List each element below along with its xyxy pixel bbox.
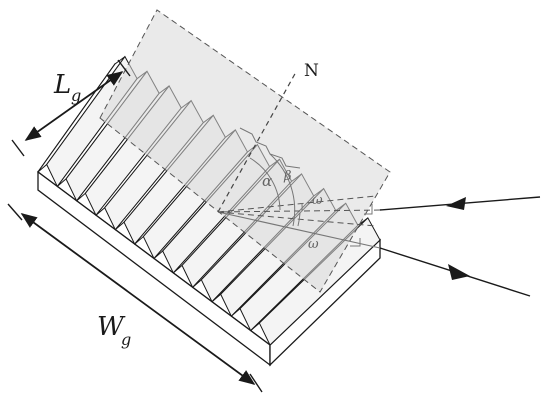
svg-text:W: W [97, 312, 126, 342]
width-label: W g [97, 312, 131, 349]
width-tick-a [7, 203, 23, 221]
incidence-plane [99, 9, 391, 293]
svg-text:g: g [121, 330, 131, 349]
alpha-arc [249, 157, 281, 211]
alpha-label: α [262, 172, 272, 190]
length-tick-b [117, 59, 131, 77]
omega-tick-upper [364, 204, 373, 215]
omega-arc-lower [297, 212, 301, 227]
omega-tick-lower [350, 238, 361, 247]
diffracted-arrow-head [448, 264, 470, 280]
length-dimension-arrow [24, 71, 124, 141]
beta-arc [269, 153, 296, 227]
incident-arrow-head [446, 197, 466, 210]
svg-text:L: L [53, 70, 71, 100]
facet-steps [239, 127, 301, 169]
width-tick-b [249, 373, 263, 393]
length-tick-a [11, 139, 25, 157]
normal-label: N [304, 61, 319, 81]
beta-label: β [283, 169, 292, 184]
length-label: L g [53, 70, 81, 105]
incident-beam-dashed [217, 209, 381, 213]
omega-label-bottom: ω [308, 237, 319, 252]
omega-ray-upper [217, 195, 377, 213]
svg-text:g: g [71, 86, 81, 105]
omega-label-top: ω [312, 193, 323, 208]
width-dimension-arrow [20, 213, 256, 385]
omega-ray-lower [217, 211, 377, 227]
